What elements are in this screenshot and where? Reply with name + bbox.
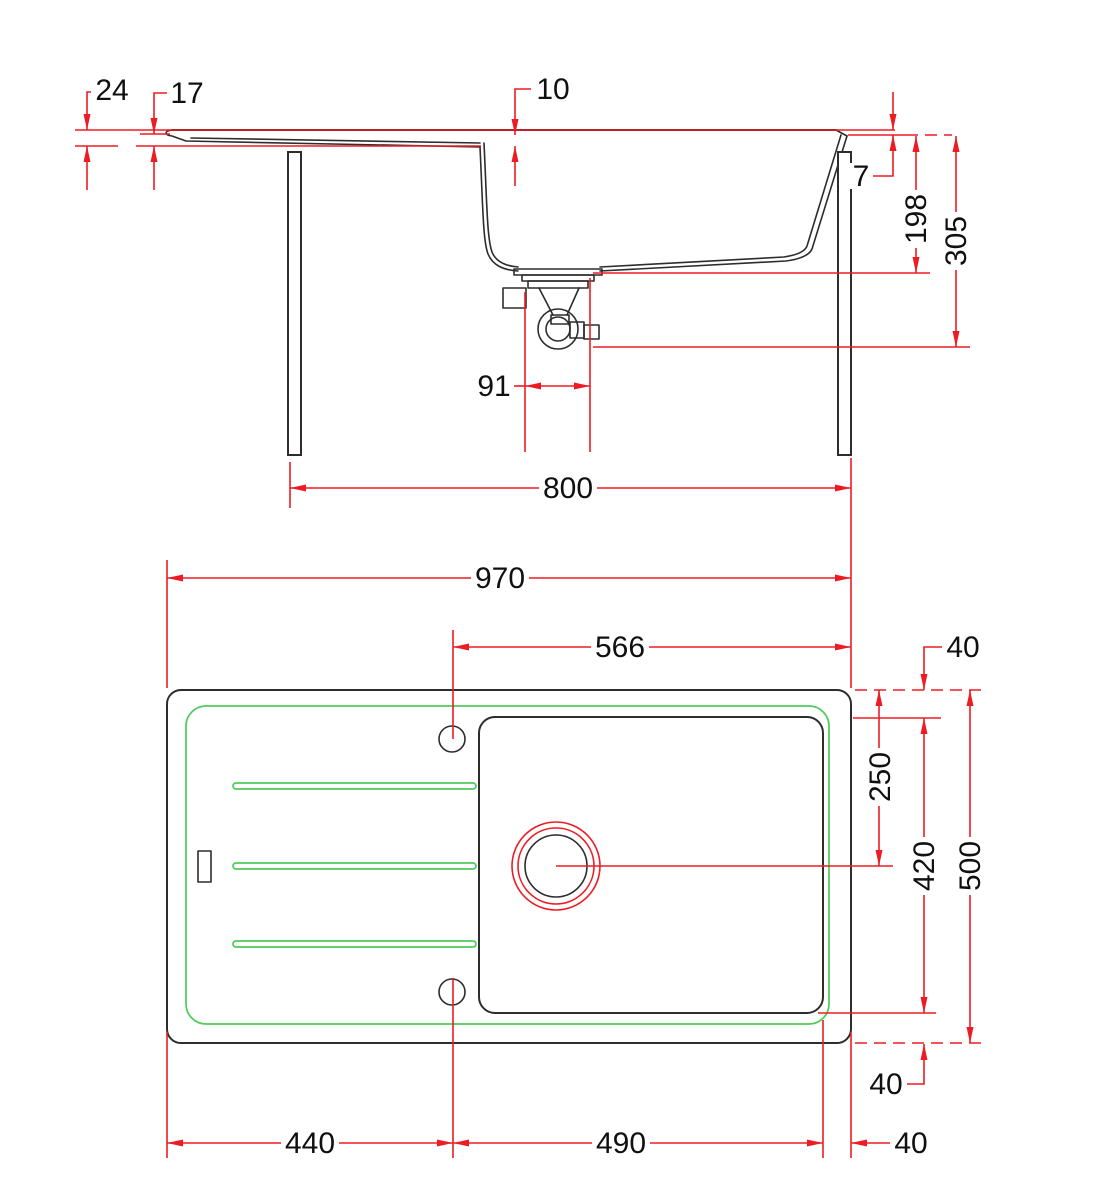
svg-text:305: 305 (940, 216, 973, 266)
trap-bowl-outer (537, 308, 579, 350)
dimension-labels: 24 17 10 7 198 305 91 800 (91, 73, 987, 1160)
svg-text:40: 40 (894, 1127, 927, 1160)
plan-view (166, 560, 985, 1158)
dimension-250: 250 (864, 748, 897, 806)
rim-inner-green (185, 705, 830, 1025)
drainboard-groove-3 (232, 940, 477, 948)
drain-flange-low (527, 280, 589, 289)
tap-hole-top (438, 725, 466, 753)
drainboard-surface (190, 137, 481, 144)
dimension-970: 970 (471, 562, 529, 595)
trap-outlet-pipe (583, 324, 600, 340)
drainboard-groove-2 (232, 862, 477, 870)
svg-text:500: 500 (954, 841, 987, 891)
bowl-outline (478, 716, 824, 1014)
svg-text:198: 198 (900, 194, 933, 244)
svg-text:10: 10 (536, 73, 569, 106)
svg-text:91: 91 (477, 370, 510, 403)
svg-text:40: 40 (946, 631, 979, 664)
dimension-10: 10 (533, 73, 573, 106)
drain-funnel (538, 287, 580, 316)
side-view-dimension-lines (75, 88, 970, 688)
drainboard-groove-1 (232, 782, 477, 790)
dimension-420: 420 (908, 837, 941, 895)
dimension-91: 91 (474, 370, 514, 403)
tap-hole-bottom (438, 978, 466, 1006)
bowl-left-wall-outer (479, 146, 519, 272)
sink-profile-outline (165, 129, 852, 456)
dimension-24: 24 (91, 74, 133, 107)
drain-flange-mid (521, 274, 595, 282)
dimension-40-top: 40 (942, 631, 984, 664)
svg-text:250: 250 (864, 752, 897, 802)
dimension-440: 440 (281, 1127, 339, 1160)
svg-text:970: 970 (475, 562, 525, 595)
dimension-800: 800 (539, 472, 597, 505)
svg-text:490: 490 (596, 1127, 646, 1160)
svg-text:420: 420 (908, 841, 941, 891)
dimension-198: 198 (900, 190, 933, 248)
drain-trap-assembly (502, 268, 603, 350)
dimension-490: 490 (592, 1127, 650, 1160)
left-leg (287, 151, 302, 456)
dimension-40-bottom: 40 (865, 1068, 907, 1101)
svg-text:566: 566 (595, 631, 645, 664)
bowl-right-wall-outer (599, 135, 848, 272)
bowl-left-wall-inner (483, 142, 519, 268)
svg-text:800: 800 (543, 472, 593, 505)
dimension-566: 566 (591, 631, 649, 664)
trap-bowl-inner (545, 316, 571, 342)
dimension-7: 7 (849, 160, 873, 193)
side-view (75, 88, 970, 688)
svg-text:17: 17 (170, 77, 203, 110)
dimension-17: 17 (167, 77, 207, 110)
svg-text:7: 7 (853, 160, 870, 193)
svg-text:40: 40 (869, 1068, 902, 1101)
dimension-305: 305 (940, 212, 973, 270)
rim-right-flap (835, 129, 848, 137)
overflow-slot (197, 850, 212, 883)
overflow-fitting (502, 287, 527, 309)
dimension-500: 500 (954, 837, 987, 895)
bowl-right-wall-inner (599, 134, 842, 268)
drain-flange-plate (513, 268, 603, 276)
svg-text:24: 24 (95, 74, 128, 107)
right-leg (837, 151, 852, 456)
plan-view-dimension-lines (166, 560, 985, 1158)
svg-text:440: 440 (285, 1127, 335, 1160)
dimension-40-right: 40 (890, 1127, 932, 1160)
